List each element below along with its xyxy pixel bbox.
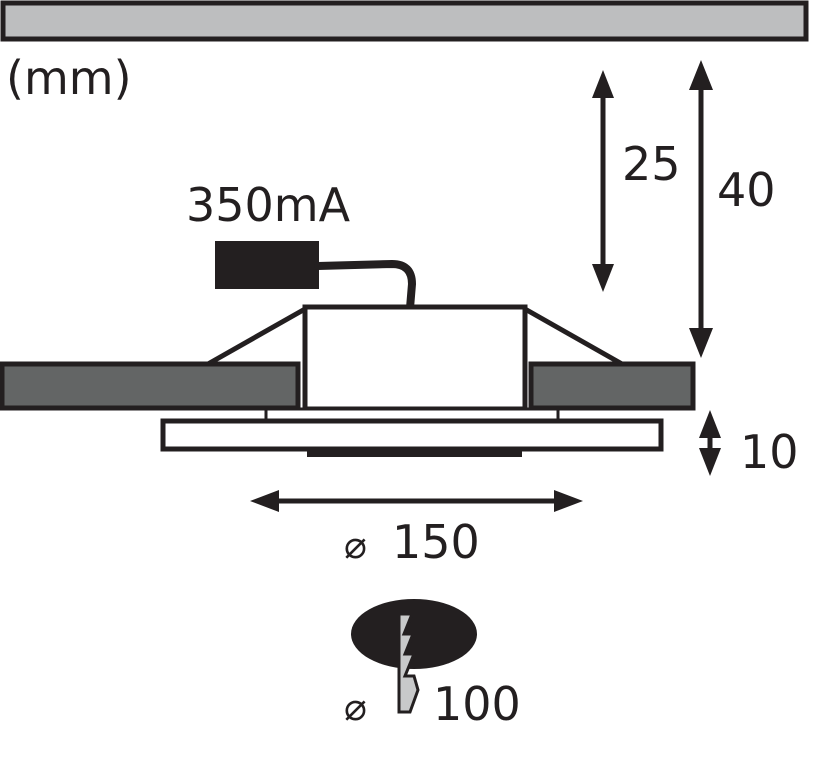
housing-body <box>302 304 528 412</box>
outer-diameter-label: 150 <box>392 515 480 569</box>
ceiling-panel-left <box>0 361 301 411</box>
spring-clip-right <box>523 306 624 367</box>
driver-box <box>215 241 319 289</box>
ceiling-slab <box>0 0 809 42</box>
outer-diameter-symbol: ⌀ <box>344 523 367 567</box>
cutout-diameter-symbol: ⌀ <box>344 685 367 729</box>
spring-clip-left <box>206 306 307 367</box>
hole-saw-icon <box>397 612 420 714</box>
lens-bar <box>307 449 522 457</box>
ceiling-panel-right <box>528 361 696 411</box>
dimension-arrow-outer-diameter <box>250 490 583 512</box>
driver-cable <box>314 259 417 312</box>
cutout-diameter-label: 100 <box>433 677 521 731</box>
visible-height-label: 10 <box>740 425 799 479</box>
driver-current-label: 350mA <box>186 178 351 232</box>
dimension-arrow-recess-depth <box>592 70 614 292</box>
units-label: (mm) <box>6 51 132 105</box>
recess-depth-label: 25 <box>622 137 681 191</box>
trim-plate <box>160 418 664 452</box>
dimension-arrow-total-depth <box>689 60 713 358</box>
total-depth-label: 40 <box>717 163 776 217</box>
dimension-arrow-visible-height <box>699 410 721 476</box>
